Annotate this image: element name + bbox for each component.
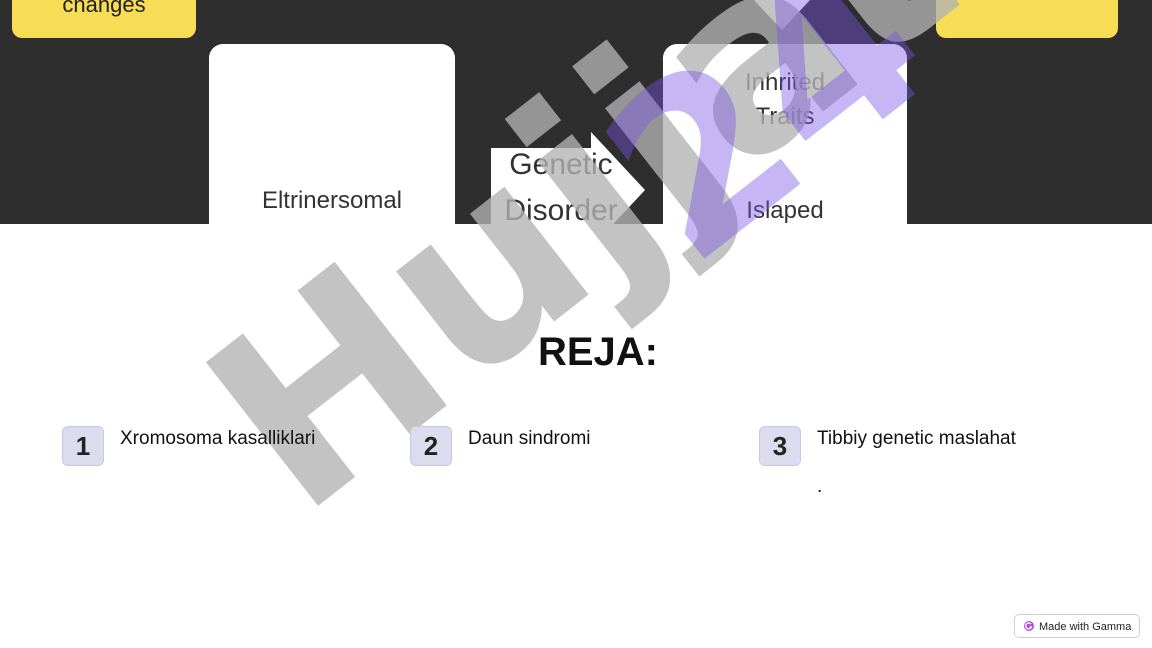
left-card: Eltrinersomal xyxy=(209,44,455,224)
hero-image: changes Eltrinersomal Inhrited Traits Is… xyxy=(0,0,1152,224)
arrow-line1: Genetic xyxy=(509,148,613,181)
made-with-gamma-button[interactable]: Made with Gamma xyxy=(1014,614,1140,638)
right-card-line1: Inhrited xyxy=(744,69,826,96)
gamma-logo-icon xyxy=(1024,621,1034,631)
left-card-text: Eltrinersomal xyxy=(261,187,403,214)
arrow-shape xyxy=(491,132,645,224)
made-with-gamma-label: Made with Gamma xyxy=(1039,621,1132,633)
item-extra-text: . xyxy=(817,476,823,497)
item-text: Daun sindromi xyxy=(468,428,591,449)
item-number-badge: 1 xyxy=(62,426,104,466)
item-text: Xromosoma kasalliklari xyxy=(120,428,316,449)
right-card-line2: Traits xyxy=(755,103,815,130)
item-number-badge: 2 xyxy=(410,426,452,466)
arrow-line2: Disorder xyxy=(504,194,618,224)
genetic-disorder-arrow: Genetic Disorder xyxy=(491,132,645,224)
top-left-box-text: changes xyxy=(62,0,146,17)
item-text: Tibbiy genetic maslahat xyxy=(817,428,1016,449)
page-title: REJA: xyxy=(537,330,659,374)
right-card: Inhrited Traits Islaped xyxy=(663,44,907,224)
right-card-line3: Islaped xyxy=(746,197,824,224)
top-left-yellow-box: changes xyxy=(12,0,196,38)
top-right-yellow-box xyxy=(936,0,1118,38)
down-arrow-shape xyxy=(754,0,810,30)
item-number-badge: 3 xyxy=(759,426,801,466)
